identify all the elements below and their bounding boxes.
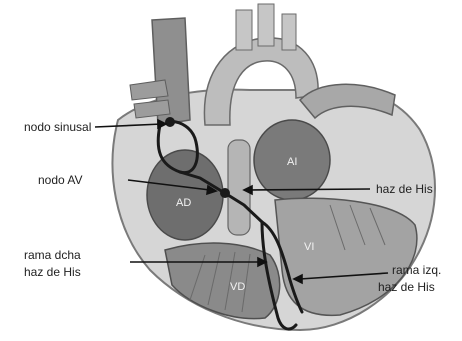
sa-node-label: nodo sinusal	[24, 120, 91, 134]
pulmonary-vessel-left	[130, 80, 168, 100]
av-node-label: nodo AV	[38, 173, 82, 187]
left-atrium-label: AI	[287, 156, 297, 168]
left-branch-label-line2: haz de His	[378, 280, 435, 294]
left-ventricle-label: VI	[304, 241, 314, 253]
aortic-branch-2	[258, 4, 274, 46]
av-node-marker	[220, 188, 230, 198]
aortic-branch-1	[236, 10, 252, 50]
right-ventricle-label: VD	[230, 281, 245, 293]
aortic-branch-3	[282, 14, 296, 50]
septal-column	[228, 140, 250, 235]
left-branch-label-line1: rama izq.	[392, 263, 441, 277]
right-ventricle-shape	[165, 243, 280, 319]
right-atrium-label: AD	[176, 197, 191, 209]
sa-node-marker	[165, 117, 175, 127]
his-bundle-label: haz de His	[376, 182, 433, 196]
right-branch-label-line2: haz de His	[24, 265, 81, 279]
right-atrium-shape	[147, 150, 223, 240]
right-branch-label-line1: rama dcha	[24, 248, 81, 262]
